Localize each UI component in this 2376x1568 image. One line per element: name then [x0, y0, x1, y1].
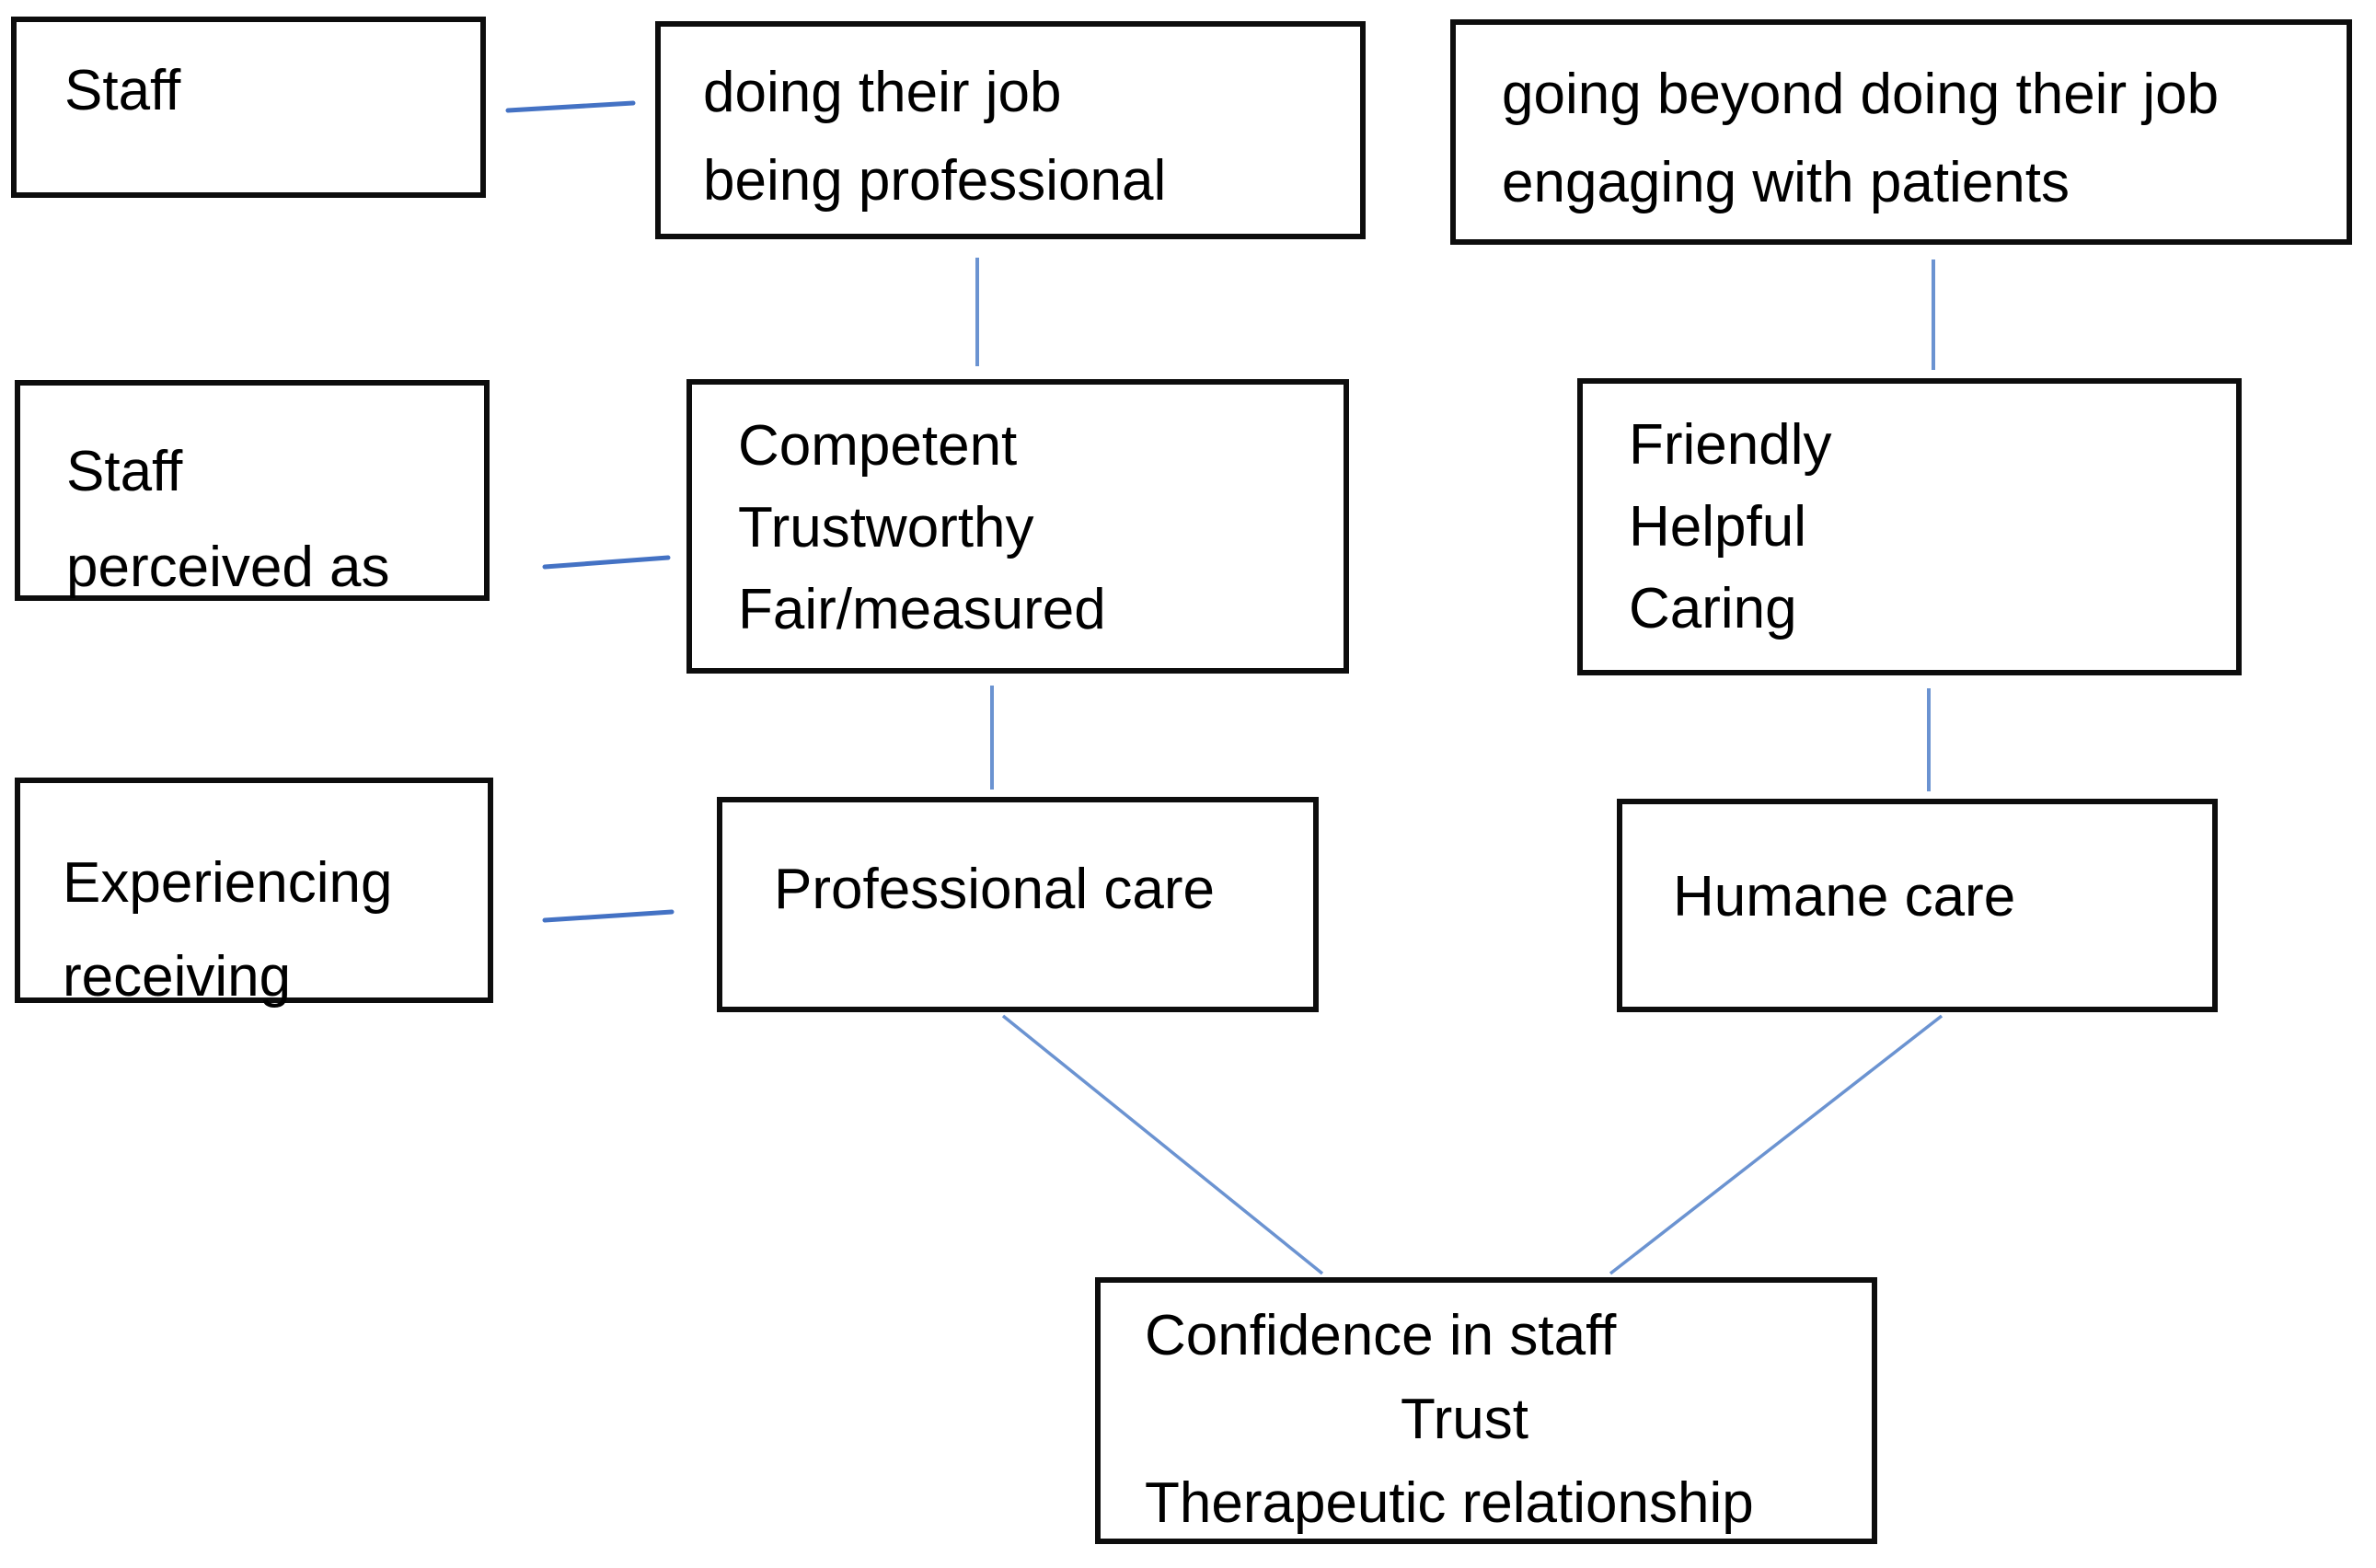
box-confidence-trust-line-3: Therapeutic relationship: [1145, 1471, 1754, 1535]
box-staff-perceived-as: Staff perceived as: [15, 380, 490, 601]
box-professional-care-text: Professional care: [774, 858, 1216, 921]
connector-experiencing-to-professional-care: [542, 909, 675, 923]
box-going-beyond-line-2: engaging with patients: [1502, 151, 2070, 214]
box-friendly: Friendly Helpful Caring: [1577, 378, 2242, 675]
box-humane-care: Humane care: [1617, 799, 2218, 1012]
box-confidence-trust: Confidence in staff Trust Therapeutic re…: [1095, 1277, 1877, 1544]
box-doing-their-job-line-1: doing their job: [703, 61, 1062, 124]
box-confidence-trust-line-1: Confidence in staff: [1145, 1304, 1617, 1367]
box-professional-care: Professional care: [717, 797, 1319, 1012]
box-friendly-line-1: Friendly: [1629, 413, 1832, 477]
box-staff-text: Staff: [64, 59, 181, 122]
box-confidence-trust-line-2: Trust: [1401, 1388, 1528, 1451]
box-humane-care-text: Humane care: [1673, 865, 2016, 928]
connector-professional-care-to-confidence: [1001, 1014, 1324, 1275]
box-experiencing-receiving-line-1: Experiencing: [63, 851, 393, 915]
box-staff: Staff: [11, 17, 486, 198]
box-competent-line-1: Competent: [738, 414, 1018, 478]
connector-humane-care-to-confidence: [1609, 1014, 1943, 1275]
box-staff-perceived-as-line-1: Staff: [66, 440, 183, 503]
box-going-beyond-line-1: going beyond doing their job: [1502, 63, 2220, 126]
box-experiencing-receiving-line-2: receiving: [63, 945, 292, 1009]
box-going-beyond: going beyond doing their job engaging wi…: [1450, 19, 2352, 245]
box-competent-line-3: Fair/measured: [738, 578, 1106, 641]
box-friendly-line-2: Helpful: [1629, 495, 1806, 559]
box-competent: Competent Trustworthy Fair/measured: [686, 379, 1349, 674]
box-experiencing-receiving: Experiencing receiving: [15, 778, 493, 1009]
connector-staff-to-doing-their-job: [505, 100, 636, 113]
box-friendly-line-3: Caring: [1629, 577, 1797, 640]
box-doing-their-job: doing their job being professional: [655, 21, 1366, 239]
box-competent-line-2: Trustworthy: [738, 496, 1034, 559]
box-staff-perceived-as-line-2: perceived as: [66, 536, 390, 599]
connector-staff-perceived-as-to-competent: [542, 555, 671, 570]
box-doing-their-job-line-2: being professional: [703, 149, 1167, 213]
